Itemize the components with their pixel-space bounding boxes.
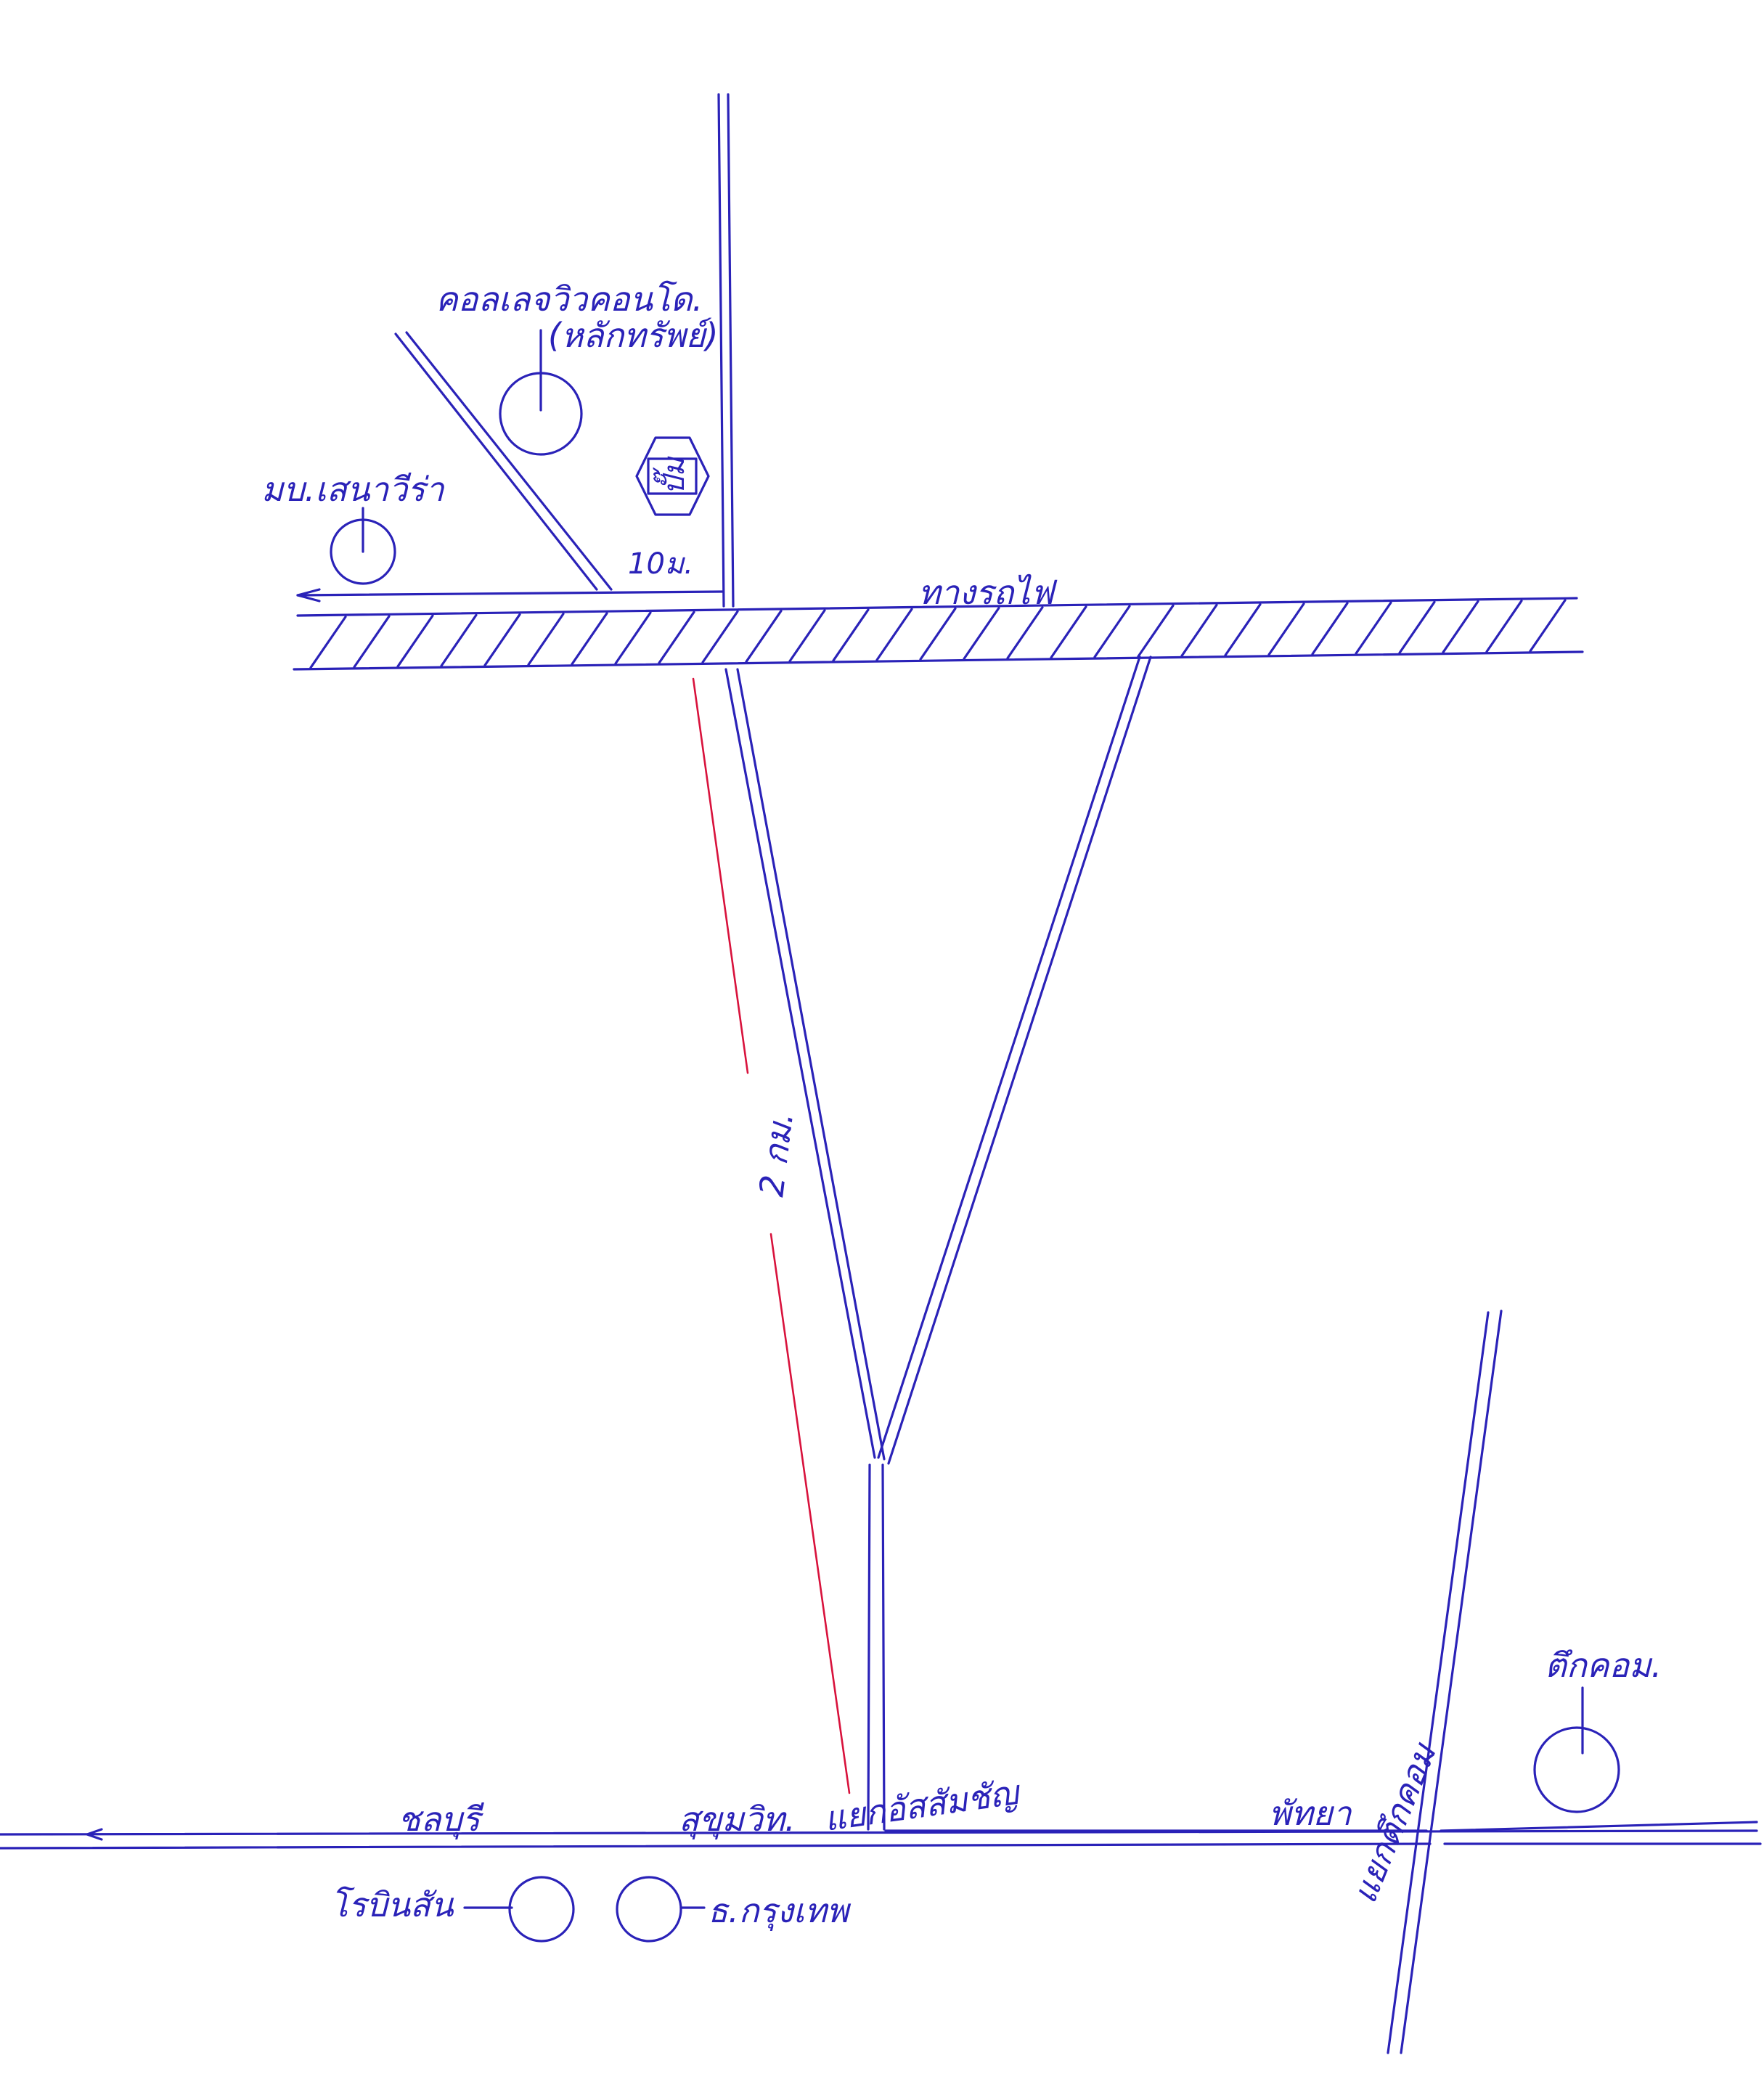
railway-hatch-mark	[658, 610, 695, 664]
gas-station-label: ปั๊ม	[653, 455, 691, 494]
condo-sublabel: (หลักทรัพย์)	[548, 316, 719, 355]
railway-hatch-mark	[1442, 600, 1479, 654]
south-road-right	[877, 655, 1152, 1465]
condo-label: คอลเลจวิวคอนโด.	[436, 279, 703, 319]
railway-hatch-mark	[1224, 603, 1262, 657]
railway-hatch-mark	[1267, 603, 1305, 656]
trunk-road	[867, 1463, 886, 1831]
railway-hatch-mark	[701, 610, 739, 663]
railway-hatch-mark	[1311, 602, 1349, 655]
village-label: มบ.เสนาวีร่า	[261, 470, 446, 509]
south-road-left	[724, 668, 886, 1461]
railway-hatch-mark	[353, 615, 391, 669]
tukcom-road	[1387, 1310, 1503, 2054]
railway-hatch-mark	[1006, 606, 1044, 660]
diagonal-soi	[394, 331, 613, 591]
railway-hatch-mark	[1355, 601, 1392, 655]
distance-2km-label: 2 กม.	[751, 1110, 801, 1198]
railway-hatch-mark	[1050, 605, 1087, 659]
robinson-label: โรบินสัน	[330, 1885, 454, 1924]
bangkok-bank-pin	[616, 1876, 706, 1943]
railway-hatch-mark	[527, 613, 565, 666]
railway-hatch-mark	[1398, 600, 1436, 654]
village-pin	[330, 507, 396, 585]
junction-sampan-label: แยกอัสสัมชัญ	[822, 1772, 1024, 1838]
arrow-head-west	[296, 588, 321, 603]
junction-tukcom-label: แยกตึกคอม	[1344, 1736, 1445, 1908]
railway-hatch-mark	[963, 606, 1000, 661]
railway	[293, 597, 1584, 671]
railway-hatch-mark	[614, 611, 652, 665]
railway-hatch-mark	[1485, 600, 1523, 653]
railway-hatch-mark	[875, 608, 913, 661]
railway-hatch-mark	[788, 609, 826, 663]
railway-hatch-mark	[1137, 604, 1175, 658]
tukcom-pin	[1533, 1686, 1620, 1813]
chonburi-label: ชลบุรี	[398, 1800, 484, 1839]
railway-hatch-mark	[1093, 605, 1131, 658]
railway-hatch-mark	[919, 607, 957, 661]
sukhumvit-road	[0, 1821, 1762, 1850]
railway-hatch-mark	[483, 613, 521, 667]
gas-station-icon: ปั๊ม	[635, 436, 710, 516]
sukhumvit-label: สุขุมวิท.	[679, 1800, 796, 1839]
railway-hatch-mark	[1529, 599, 1567, 653]
distance-line-2km	[692, 677, 851, 1794]
railway-hatch-mark	[571, 612, 608, 666]
pattaya-label: พัทยา	[1269, 1794, 1353, 1833]
north-road	[717, 93, 735, 608]
railway-hatch-mark	[440, 613, 478, 667]
railway-label: ทางรถไฟ	[918, 573, 1058, 612]
railway-hatch-mark	[309, 616, 347, 669]
railway-hatch-mark	[832, 608, 870, 662]
condo-pin	[499, 329, 583, 456]
railway-hatch-mark	[745, 609, 783, 663]
arrow-head-chonburi	[86, 1828, 103, 1841]
bangkok-bank-label: ธ.กรุงเทพ	[708, 1891, 852, 1931]
frontage-line	[296, 590, 724, 597]
railway-hatch-mark	[1180, 603, 1218, 658]
robinson-pin	[463, 1876, 575, 1943]
railway-hatching	[309, 599, 1567, 669]
distance-10m-label: 10ม.	[628, 547, 693, 581]
tukcom-label: ตึกคอม.	[1545, 1646, 1662, 1685]
railway-hatch-mark	[396, 614, 434, 668]
